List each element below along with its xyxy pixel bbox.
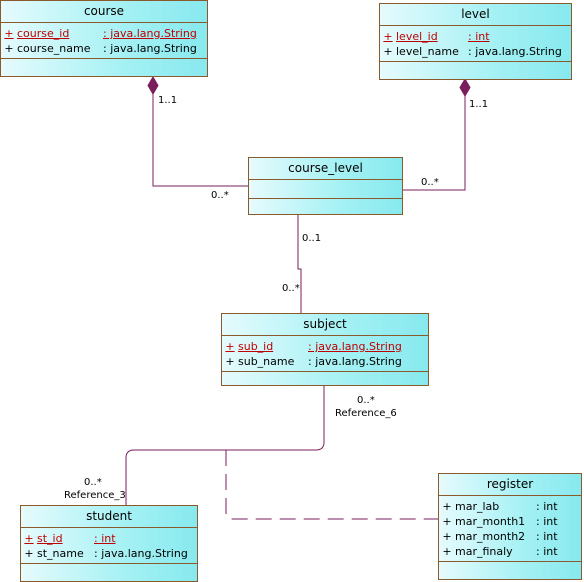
visibility-public-icon: + [383, 30, 393, 43]
class-register-attributes: + mar_lab : int + mar_month1 : int + mar… [439, 496, 581, 562]
attr-mar-month1: + mar_month1 : int [439, 514, 581, 529]
attr-mar-finaly: + mar_finaly : int [439, 544, 581, 559]
visibility-public-icon: + [442, 500, 452, 513]
class-register-title: register [439, 474, 581, 496]
class-student[interactable]: student + st_id : int + st_name : java.l… [20, 505, 198, 582]
multiplicity-course: 1..1 [158, 95, 178, 106]
class-course-level-attributes [249, 180, 402, 199]
class-level-title: level [380, 4, 571, 26]
visibility-public-icon: + [4, 27, 14, 40]
class-register[interactable]: register + mar_lab : int + mar_month1 : … [438, 473, 582, 580]
attr-level-name: + level_name : java.lang.String [380, 44, 571, 59]
class-subject-title: subject [222, 314, 428, 336]
multiplicity-subject-top: 0..* [282, 283, 300, 294]
multiplicity-course-level-bottom: 0..1 [302, 233, 322, 244]
multiplicity-level: 1..1 [469, 99, 489, 110]
attr-course-id: + course_id : java.lang.String [1, 26, 207, 41]
visibility-public-icon: + [442, 515, 452, 528]
course-composition-diamond-icon [147, 76, 159, 95]
assoc-course-course-level [152, 94, 248, 187]
visibility-public-icon: + [442, 530, 452, 543]
class-course[interactable]: course + course_id : java.lang.String + … [0, 0, 208, 77]
multiplicity-student: 0..* [84, 477, 102, 488]
assoc-course-level-subject [297, 215, 302, 313]
attr-mar-month2: + mar_month2 : int [439, 529, 581, 544]
multiplicity-course-level-left: 0..* [211, 190, 229, 201]
role-reference-6: Reference_6 [335, 408, 397, 419]
assoc-subject-student [125, 386, 325, 505]
visibility-public-icon: + [4, 42, 14, 55]
level-composition-diamond-icon [459, 78, 471, 97]
assoc-level-course-level [403, 96, 466, 191]
class-student-attributes: + st_id : int + st_name : java.lang.Stri… [21, 528, 197, 564]
attr-sub-name: + sub_name : java.lang.String [222, 354, 428, 369]
multiplicity-subject-bottom: 0..* [357, 395, 375, 406]
class-course-level-title: course_level [249, 158, 402, 180]
visibility-public-icon: + [225, 340, 235, 353]
attr-level-id: + level_id : int [380, 29, 571, 44]
attr-sub-id: + sub_id : java.lang.String [222, 339, 428, 354]
class-level[interactable]: level + level_id : int + level_name : ja… [379, 3, 572, 80]
class-level-attributes: + level_id : int + level_name : java.lan… [380, 26, 571, 62]
class-subject[interactable]: subject + sub_id : java.lang.String + su… [221, 313, 429, 386]
visibility-public-icon: + [24, 547, 34, 560]
class-course-title: course [1, 1, 207, 23]
visibility-public-icon: + [442, 545, 452, 558]
visibility-public-icon: + [225, 355, 235, 368]
visibility-public-icon: + [24, 532, 34, 545]
class-student-title: student [21, 506, 197, 528]
visibility-public-icon: + [383, 45, 393, 58]
class-course-level[interactable]: course_level [248, 157, 403, 215]
role-reference-3: Reference_3 [64, 490, 126, 501]
attr-course-name: + course_name : java.lang.String [1, 41, 207, 56]
attr-st-name: + st_name : java.lang.String [21, 546, 197, 561]
class-course-attributes: + course_id : java.lang.String + course_… [1, 23, 207, 59]
attr-mar-lab: + mar_lab : int [439, 499, 581, 514]
multiplicity-course-level-right: 0..* [421, 177, 439, 188]
class-subject-attributes: + sub_id : java.lang.String + sub_name :… [222, 336, 428, 372]
attr-st-id: + st_id : int [21, 531, 197, 546]
assoc-class-register-link [225, 450, 438, 520]
